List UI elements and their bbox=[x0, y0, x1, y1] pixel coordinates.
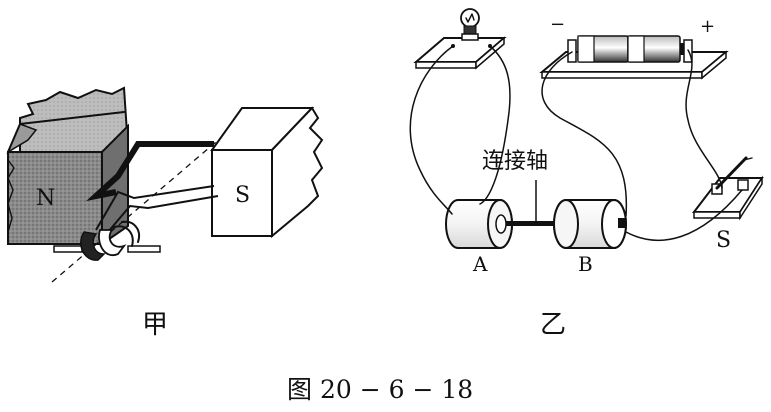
coil-wire-inner bbox=[95, 185, 215, 231]
machine-a-label: A bbox=[472, 252, 488, 276]
slip-rings bbox=[53, 220, 161, 261]
figure-yi: − + S A 连接轴 B bbox=[409, 8, 764, 340]
machine-a bbox=[445, 199, 513, 249]
magnet-s: S bbox=[210, 106, 324, 239]
switch-icon bbox=[691, 156, 764, 221]
coil-loop bbox=[85, 141, 214, 202]
magnet-s-label: S bbox=[235, 183, 250, 208]
magnet-n-label: N bbox=[36, 186, 55, 211]
wires bbox=[409, 45, 743, 242]
battery-icon bbox=[577, 35, 684, 63]
machine-b bbox=[553, 199, 627, 249]
caption-yi: 乙 bbox=[540, 310, 566, 340]
battery-plus-label: + bbox=[700, 16, 715, 37]
caption-jia: 甲 bbox=[142, 310, 168, 340]
bulb-icon bbox=[460, 8, 480, 41]
switch-label: S bbox=[716, 228, 731, 253]
figure-caption: 图 20 − 6 − 18 bbox=[287, 375, 473, 404]
battery-minus-label: − bbox=[550, 14, 565, 35]
coupling-axle bbox=[506, 221, 564, 226]
axle-label: 连接轴 bbox=[482, 149, 548, 174]
coil-wire-outer bbox=[107, 195, 219, 233]
figure-jia: N S 甲 bbox=[6, 86, 324, 340]
lamp-board bbox=[413, 36, 507, 70]
machine-b-label: B bbox=[578, 252, 593, 276]
magnet-n: N bbox=[6, 86, 129, 246]
